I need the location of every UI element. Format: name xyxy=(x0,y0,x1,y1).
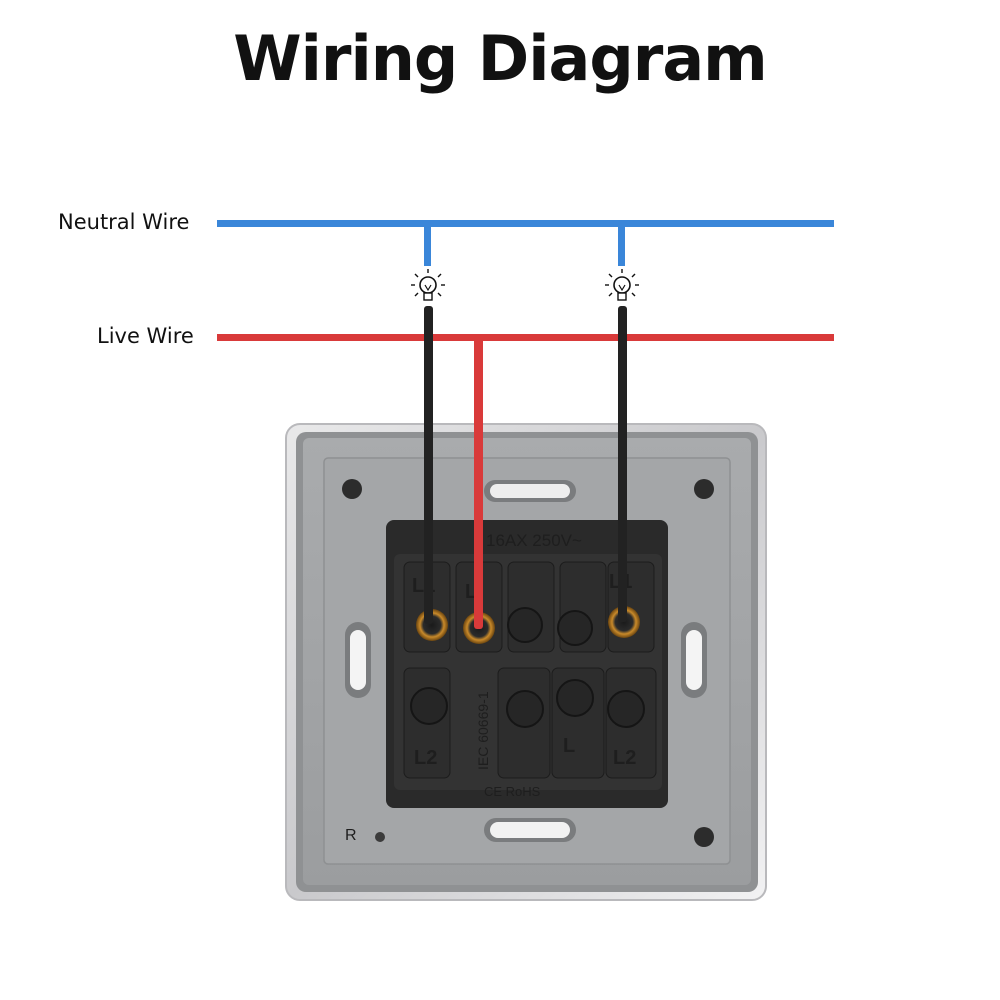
terminal-screw xyxy=(607,690,645,728)
terminal-screw xyxy=(410,687,448,725)
page-title: Wiring Diagram xyxy=(233,22,768,95)
neutral-wire xyxy=(217,220,834,266)
terminal-label: L2 xyxy=(613,747,636,769)
terminal-screw xyxy=(557,610,593,646)
mount-hole xyxy=(694,827,714,847)
terminal-screw xyxy=(507,607,543,643)
terminal-screw xyxy=(506,690,544,728)
mount-hole xyxy=(375,832,385,842)
certification-label: CE RoHS xyxy=(484,784,541,799)
terminal-screw xyxy=(556,679,594,717)
load-wire-left xyxy=(424,306,433,624)
lamp-icon xyxy=(605,269,639,301)
live-feed-wire xyxy=(474,337,483,629)
terminal-label: L2 xyxy=(414,747,437,769)
live-wire xyxy=(217,334,834,341)
mount-hole xyxy=(694,479,714,499)
rating-label: 16AX 250V~ xyxy=(486,531,582,550)
live-wire-label: Live Wire xyxy=(97,324,194,348)
terminal-label: L xyxy=(563,735,575,757)
load-wire-right xyxy=(618,306,627,622)
lamp-icon xyxy=(411,269,445,301)
standard-label: IEC 60669-1 xyxy=(475,691,491,770)
neutral-wire-label: Neutral Wire xyxy=(58,210,190,234)
corner-mark: R xyxy=(345,827,357,844)
mount-hole xyxy=(342,479,362,499)
